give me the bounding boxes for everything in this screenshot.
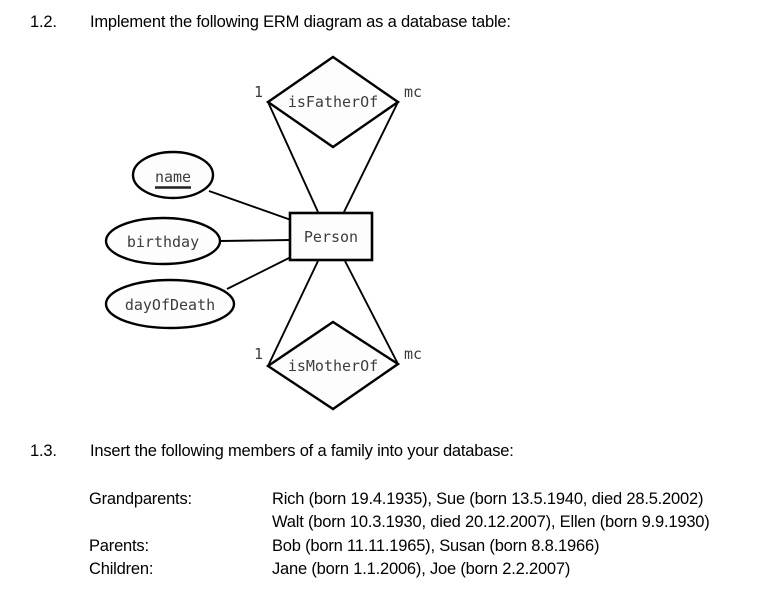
relationship-isfatherof-diamond [265, 55, 401, 149]
isfatherof-right-cardinality: mc [404, 83, 422, 101]
ismotherof-right-cardinality: mc [404, 345, 422, 363]
connector-isfatherof-right [343, 101, 399, 213]
connector-ismotherof-right [344, 260, 399, 365]
family-row-label: Children: [89, 560, 154, 578]
family-row-label: Grandparents: [89, 490, 192, 508]
family-row-label: Parents: [89, 537, 149, 555]
family-row-grandparents-line-2: Walt (born 10.3.1930, died 20.12.2007), … [0, 512, 777, 535]
family-row-value: Rich (born 19.4.1935), Sue (born 13.5.19… [272, 490, 704, 508]
section-1-3-number: 1.3. [30, 442, 57, 460]
ismotherof-left-cardinality: 1 [254, 345, 263, 363]
connector-attribute-dayofdeath [226, 256, 292, 290]
relationship-ismotherof-diamond [265, 320, 401, 411]
section-1-2-title: Implement the following ERM diagram as a… [90, 13, 511, 31]
attribute-dayofdeath-label: dayOfDeath [125, 296, 215, 314]
attribute-birthday-ellipse [104, 216, 222, 266]
attribute-birthday-label: birthday [127, 233, 199, 251]
family-row-value: Jane (born 1.1.2006), Joe (born 2.2.2007… [272, 560, 571, 578]
section-1-2-number: 1.2. [30, 13, 57, 31]
connector-ismotherof-left [267, 260, 319, 367]
attribute-name-ellipse [131, 150, 215, 200]
section-1-2-heading: 1.2. Implement the following ERM diagram… [30, 12, 511, 32]
family-row-parents: Parents: Bob (born 11.11.1965), Susan (b… [0, 536, 777, 559]
family-row-value: Bob (born 11.11.1965), Susan (born 8.8.1… [272, 537, 600, 555]
section-1-3-heading: 1.3. Insert the following members of a f… [30, 441, 514, 461]
family-row-value: Walt (born 10.3.1930, died 20.12.2007), … [272, 513, 710, 531]
family-row-grandparents-line-1: Grandparents: Rich (born 19.4.1935), Sue… [0, 489, 777, 512]
entity-person-box [288, 211, 374, 262]
entity-person-label: Person [304, 228, 358, 246]
connector-attribute-name [208, 190, 292, 221]
relationship-ismotherof-label: isMotherOf [288, 357, 378, 375]
relationship-isfatherof-label: isFatherOf [288, 93, 378, 111]
attribute-dayofdeath-ellipse [104, 278, 236, 330]
connector-attribute-birthday [219, 239, 292, 242]
connector-isfatherof-left [267, 101, 319, 213]
isfatherof-left-cardinality: 1 [254, 83, 263, 101]
attribute-name-label: name [155, 168, 191, 186]
section-1-3-title: Insert the following members of a family… [90, 442, 514, 460]
family-row-children: Children: Jane (born 1.1.2006), Joe (bor… [0, 559, 777, 582]
